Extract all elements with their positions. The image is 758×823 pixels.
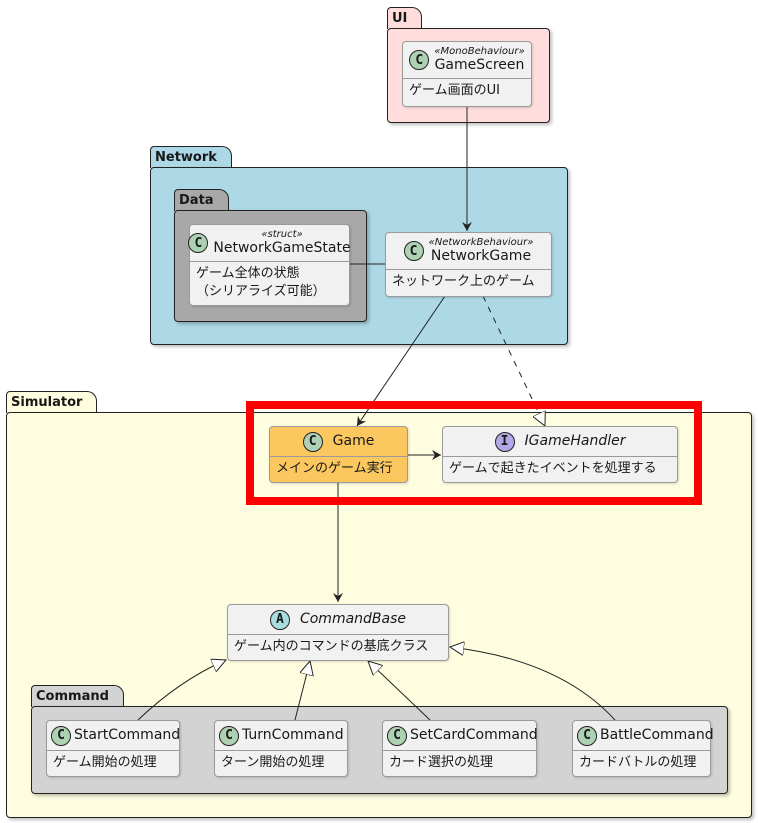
class-kind-icon: C (577, 725, 597, 746)
package-network-label: Network (150, 146, 232, 168)
package-data-label: Data (174, 189, 229, 211)
package-command-label: Command (31, 685, 124, 707)
class-name: SetCardCommand (410, 727, 538, 743)
class-name: StartCommand (74, 727, 181, 743)
class-battlecommand[interactable]: C BattleCommand カードバトルの処理 (572, 720, 714, 777)
class-kind-icon: C (51, 725, 71, 746)
class-name: IGameHandler (524, 433, 626, 449)
class-kind-icon: C (219, 725, 239, 746)
class-name: CommandBase (299, 611, 407, 627)
class-kind-icon: A (269, 609, 290, 630)
highlight-box (246, 401, 702, 505)
class-description: カード選択の処理 (389, 755, 494, 770)
class-kind-icon: C (188, 233, 209, 253)
class-description: ゲームで起きたイベントを処理する (449, 461, 657, 476)
class-description: ゲーム開始の処理 (53, 755, 157, 770)
class-name: NetworkGameState (213, 240, 351, 256)
class-kind-icon: C (409, 50, 430, 70)
package-ui-label: UI (387, 7, 423, 29)
class-networkgame[interactable]: C «NetworkBehaviour» NetworkGame ネットワーク上… (385, 232, 552, 297)
stereotype: «MonoBehaviour» (434, 46, 525, 57)
class-description: メインのゲーム実行 (276, 461, 393, 476)
class-gamescreen[interactable]: C «MonoBehaviour» GameScreen ゲーム画面のUI (402, 41, 532, 107)
class-startcommand[interactable]: C StartCommand ゲーム開始の処理 (46, 720, 180, 777)
class-setcardcommand[interactable]: C SetCardCommand カード選択の処理 (382, 720, 538, 777)
class-game[interactable]: C Game メインのゲーム実行 (269, 426, 408, 483)
stereotype: «struct» (261, 229, 303, 240)
class-kind-icon: C (302, 431, 323, 452)
class-name: TurnCommand (242, 727, 344, 743)
class-name: NetworkGame (430, 248, 532, 264)
class-commandbase[interactable]: A CommandBase ゲーム内のコマンドの基底クラス (227, 604, 449, 661)
class-networkgamestate[interactable]: C «struct» NetworkGameState ゲーム全体の状態 （シリ… (188, 224, 351, 306)
class-igamehandler[interactable]: I IGameHandler ゲームで起きたイベントを処理する (442, 426, 678, 483)
class-kind-icon: C (403, 241, 424, 261)
class-name: Game (332, 433, 375, 449)
class-description: ターン開始の処理 (221, 755, 325, 770)
class-description: カードバトルの処理 (579, 755, 697, 770)
class-turncommand[interactable]: C TurnCommand ターン開始の処理 (214, 720, 348, 777)
class-name: BattleCommand (600, 727, 714, 743)
class-kind-icon: I (494, 431, 515, 452)
package-simulator-label: Simulator (6, 391, 98, 413)
class-kind-icon: C (387, 725, 407, 746)
class-description: ゲーム内のコマンドの基底クラス (234, 639, 429, 654)
class-description: ゲーム画面のUI (409, 83, 500, 98)
class-description: ネットワーク上のゲーム (392, 274, 535, 289)
class-name: GameScreen (434, 57, 525, 73)
stereotype: «NetworkBehaviour» (428, 237, 534, 248)
class-description: ゲーム全体の状態 （シリアライズ可能） (196, 266, 326, 299)
